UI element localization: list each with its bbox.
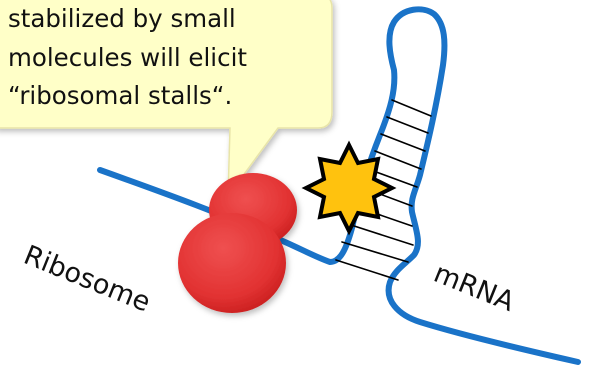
base-pair-lines bbox=[335, 99, 432, 281]
callout-line-1: stabilized by small bbox=[8, 4, 236, 33]
callout-bubble bbox=[0, 0, 333, 199]
small-molecule-star-icon bbox=[301, 140, 397, 236]
base-pair-line bbox=[391, 99, 432, 117]
base-pair-line bbox=[347, 223, 414, 246]
ribosome-large-subunit bbox=[178, 213, 286, 313]
base-pair-line bbox=[386, 116, 429, 134]
base-pair-line bbox=[380, 133, 426, 152]
callout-line-2: molecules will elicit bbox=[8, 43, 247, 72]
mrna-label: mRNA bbox=[429, 258, 519, 318]
base-pair-line bbox=[335, 259, 399, 281]
callout-line-3: “ribosomal stalls“. bbox=[8, 81, 232, 110]
mrna-strand bbox=[97, 6, 581, 365]
base-pair-line bbox=[374, 150, 422, 170]
ribosome bbox=[178, 173, 297, 313]
ribosome-label: Ribosome bbox=[19, 240, 154, 319]
base-pair-line bbox=[341, 241, 409, 263]
